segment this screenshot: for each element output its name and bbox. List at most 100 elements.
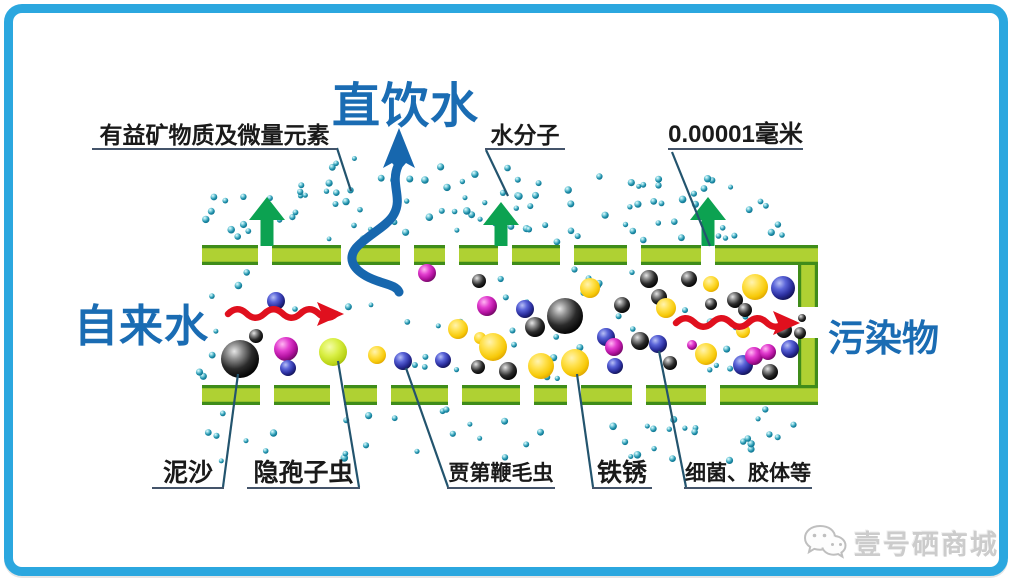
water-dot [368, 302, 374, 308]
water-dot [344, 303, 352, 311]
water-dot [763, 202, 769, 209]
water-dot [421, 364, 428, 370]
particle [607, 358, 623, 374]
water-dot [262, 448, 269, 454]
water-dot [443, 406, 450, 413]
water-dot [209, 293, 215, 299]
particle [727, 292, 743, 308]
particle [781, 340, 799, 358]
water-dot [514, 176, 521, 183]
green-up-arrow [249, 197, 285, 220]
water-dot [719, 225, 726, 231]
water-dot [790, 421, 797, 428]
water-dot [629, 227, 637, 235]
particle [760, 344, 776, 360]
water-dot [576, 344, 584, 351]
water-dot [467, 421, 473, 427]
water-dot [567, 200, 575, 208]
leader-line [404, 367, 450, 488]
water-dot [292, 306, 298, 312]
particle [319, 338, 347, 366]
membrane-segment [202, 385, 260, 405]
water-dot [757, 198, 764, 205]
water-dot [406, 175, 414, 183]
water-dot [342, 450, 349, 457]
water-dot [511, 341, 517, 348]
water-dot [471, 170, 479, 178]
water-dot [755, 416, 761, 422]
water-dot [682, 425, 688, 431]
particle [745, 347, 763, 365]
water-dot [691, 428, 698, 436]
water-dot [453, 367, 460, 373]
label-water-molecule: 水分子 [485, 122, 565, 150]
water-dot [239, 220, 248, 229]
water-dot [351, 222, 357, 229]
water-dot [707, 367, 713, 373]
water-dot [404, 198, 410, 204]
water-dot [615, 313, 622, 320]
water-dot [525, 226, 533, 233]
water-dot [195, 368, 204, 376]
water-dot [377, 174, 385, 182]
water-dot [634, 200, 642, 208]
water-dot [650, 425, 657, 433]
particle [280, 360, 296, 376]
water-dot [333, 189, 340, 196]
water-dot [227, 225, 235, 234]
water-dot [333, 160, 339, 167]
drinking-water-arrow [347, 128, 415, 297]
water-dot [502, 294, 509, 301]
water-dot [438, 207, 445, 214]
particle [394, 352, 412, 370]
water-dot [462, 195, 468, 201]
water-dot [243, 269, 250, 276]
water-dot [766, 431, 773, 438]
water-dot [269, 429, 278, 437]
water-dot [658, 200, 665, 207]
water-dot [644, 423, 650, 429]
water-dot [725, 456, 734, 464]
membrane-segment [462, 385, 520, 405]
membrane-wall [798, 265, 818, 307]
label-cryptosporidium: 隐孢子虫 [247, 460, 360, 489]
water-dot [454, 227, 460, 233]
water-dot [365, 412, 373, 420]
particle [580, 278, 600, 298]
water-dot [297, 188, 304, 196]
leader-lines [221, 147, 712, 488]
particle [798, 314, 806, 322]
green-up-arrow [260, 219, 274, 246]
particle [368, 346, 386, 364]
water-dot [671, 218, 678, 225]
particle [605, 338, 623, 356]
wechat-icon [803, 524, 847, 559]
water-dot [501, 454, 509, 461]
particle [471, 360, 485, 374]
water-dot [443, 183, 451, 192]
water-dot [513, 205, 519, 211]
green-up-arrow [701, 219, 715, 246]
membrane-segment [715, 245, 818, 265]
water-dot [574, 233, 581, 240]
water-dot [208, 351, 216, 359]
water-dot [362, 442, 370, 449]
particle [687, 340, 697, 350]
membrane-segment [720, 385, 818, 405]
water-dot [411, 362, 418, 368]
water-dot [633, 451, 642, 459]
water-dot [421, 176, 429, 184]
particle [267, 292, 285, 310]
particle [561, 349, 589, 377]
water-dot [437, 163, 445, 171]
water-dot [651, 445, 657, 452]
water-dot [553, 238, 561, 246]
water-dot [571, 266, 578, 273]
water-dot [504, 164, 511, 172]
contaminant-particles [221, 264, 806, 380]
water-dot [219, 410, 226, 417]
water-dot [537, 428, 544, 436]
water-dot [402, 228, 410, 236]
